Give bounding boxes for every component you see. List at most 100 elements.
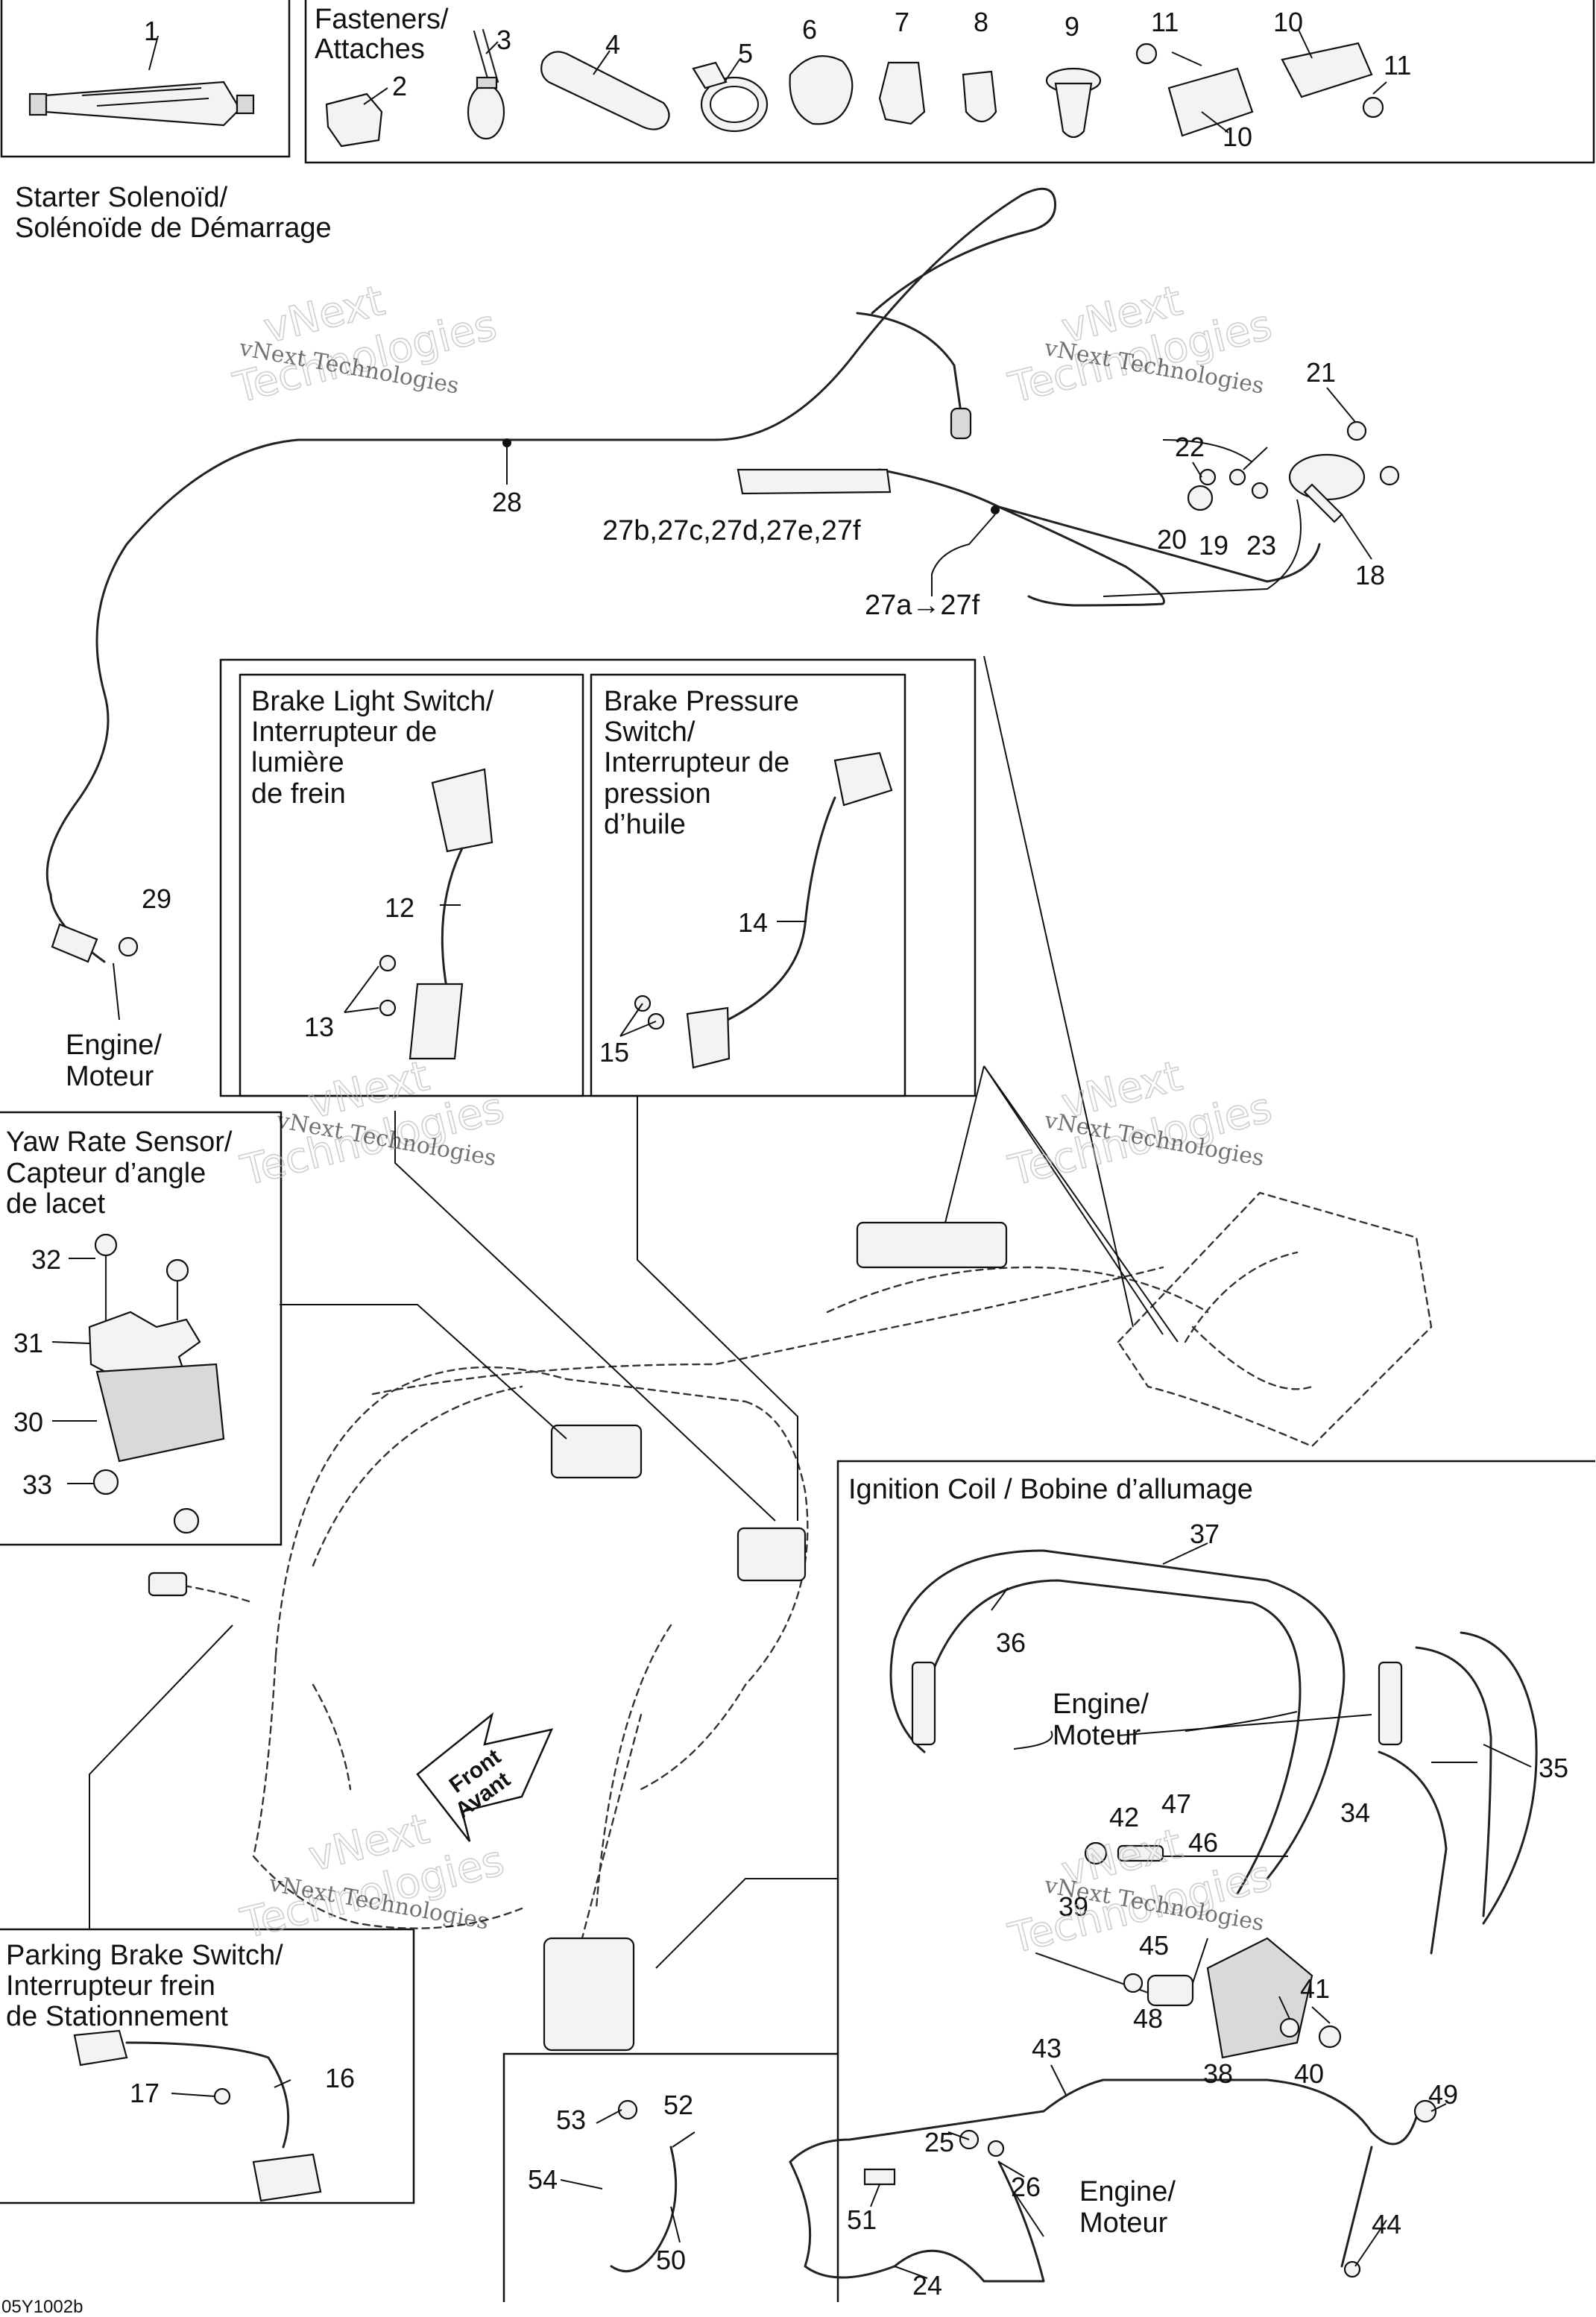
callout-36: 36: [996, 1627, 1026, 1658]
callout-24: 24: [912, 2270, 942, 2301]
engine-label: Moteur: [1053, 1720, 1141, 1751]
callout-52: 52: [663, 2090, 693, 2120]
brake-light-switch-icon: [379, 768, 493, 1060]
svg-text:Capteur d’angle: Capteur d’angle: [6, 1158, 206, 1189]
callout-25: 25: [924, 2127, 954, 2157]
mounting-bracket-icon: [1281, 42, 1373, 98]
svg-text:de lacet: de lacet: [6, 1188, 106, 1220]
clip-icon: [325, 92, 383, 148]
starter-solenoid-icon: [1288, 453, 1366, 523]
svg-text:Attaches: Attaches: [315, 34, 425, 65]
callout-3: 3: [496, 25, 511, 55]
harness-range: 27a→27f: [865, 590, 980, 621]
wire-sleeve-icon: [540, 51, 670, 130]
parking-brake-switch-icon: [73, 2029, 322, 2202]
mounting-plate-icon: [1167, 67, 1254, 137]
callout-42: 42: [1109, 1802, 1139, 1832]
ignition-coil-title: Ignition Coil / Bobine d’allumage: [848, 1474, 1253, 1505]
callout-26: 26: [1011, 2172, 1041, 2202]
svg-text:de frein: de frein: [251, 778, 346, 810]
callout-30: 30: [13, 1407, 43, 1437]
callout-22: 22: [1175, 432, 1205, 462]
brake-pressure-switch-title: Brake Pressure: [604, 686, 799, 717]
callout-15: 15: [599, 1037, 629, 1068]
connector-holder-icon: [878, 61, 926, 125]
callout-11: 11: [1384, 50, 1411, 81]
engine-label: Engine/: [1079, 2176, 1176, 2207]
callout-23: 23: [1246, 530, 1276, 561]
callout-19: 19: [1199, 530, 1228, 561]
engine-label: Moteur: [66, 1061, 154, 1092]
callout-10: 10: [1223, 122, 1252, 152]
callout-4: 4: [605, 29, 620, 60]
callout-43: 43: [1032, 2033, 1062, 2064]
svg-text:de Stationnement: de Stationnement: [6, 2001, 228, 2032]
callout-32: 32: [31, 1244, 61, 1275]
main-harness: Front Avant: [148, 1191, 1433, 2052]
drawing-code: 05Y1002b: [1, 2297, 83, 2317]
callout-7: 7: [895, 7, 909, 37]
svg-text:Switch/: Switch/: [604, 716, 696, 748]
ignition-wires: [610, 1549, 1538, 2283]
svg-text:Interrupteur frein: Interrupteur frein: [6, 1970, 215, 2002]
callout-10: 10: [1273, 7, 1303, 37]
callout-33: 33: [22, 1469, 52, 1500]
callout-37: 37: [1190, 1519, 1220, 1549]
callout-48: 48: [1133, 2003, 1163, 2034]
svg-text:Interrupteur de: Interrupteur de: [604, 747, 789, 778]
front-arrow-icon: Front Avant: [416, 1712, 554, 1842]
wiring: [45, 187, 1400, 963]
harness-reference: 27b,27c,27d,27e,27f: [602, 515, 861, 546]
callout-14: 14: [738, 907, 768, 938]
callout-8: 8: [974, 7, 988, 37]
callout-38: 38: [1203, 2058, 1233, 2089]
callout-5: 5: [738, 38, 753, 69]
callout-35: 35: [1539, 1753, 1568, 1783]
callout-16: 16: [325, 2063, 355, 2093]
callout-28: 28: [492, 487, 522, 517]
callout-39: 39: [1059, 1891, 1088, 1922]
callout-12: 12: [385, 892, 414, 923]
svg-text:d’huile: d’huile: [604, 809, 686, 840]
callout-11: 11: [1151, 7, 1179, 37]
callout-2: 2: [392, 71, 407, 101]
cable-tie-icon: [467, 28, 505, 140]
callout-numbers: 1 2 3 4 5 6 7 8 9 10 10 11 11 28 21 22 1…: [13, 7, 1568, 2301]
callout-1: 1: [144, 16, 159, 46]
svg-text:Solénoïde de Démarrage: Solénoïde de Démarrage: [15, 212, 332, 244]
leader-lines: [51, 29, 1532, 2279]
callout-9: 9: [1064, 11, 1079, 42]
callout-6: 6: [802, 14, 817, 45]
callout-53: 53: [556, 2105, 586, 2135]
parking-brake-switch-title: Parking Brake Switch/: [6, 1940, 283, 1971]
nut-icon: [1362, 96, 1384, 119]
callout-46: 46: [1188, 1827, 1218, 1858]
callout-29: 29: [142, 883, 171, 914]
yaw-rate-sensor-icon: [88, 1233, 225, 1534]
push-rivet-icon: [1045, 67, 1102, 139]
fastener-parts: [28, 28, 1384, 148]
wire-clamp-icon: [692, 61, 769, 133]
bracket-icon: [962, 70, 997, 123]
notes: 27b,27c,27d,27e,27f 27a→27f Engine/ Mote…: [1, 515, 1176, 2317]
svg-text:Interrupteur de: Interrupteur de: [251, 716, 437, 748]
callout-49: 49: [1428, 2079, 1458, 2110]
engine-label: Moteur: [1079, 2207, 1168, 2239]
callout-40: 40: [1294, 2058, 1324, 2089]
callout-45: 45: [1139, 1930, 1169, 1961]
callout-44: 44: [1372, 2209, 1401, 2239]
callout-50: 50: [656, 2245, 686, 2275]
engine-label: Engine/: [66, 1030, 162, 1061]
engine-label: Engine/: [1053, 1689, 1149, 1720]
section-titles: Fasteners/ Attaches Starter Solenoïd/ So…: [6, 4, 1253, 2032]
svg-text:pression: pression: [604, 778, 711, 810]
callout-20: 20: [1157, 524, 1187, 555]
fasteners-title: Fasteners/: [315, 4, 449, 35]
yaw-rate-sensor-title: Yaw Rate Sensor/: [6, 1126, 233, 1158]
callout-31: 31: [13, 1328, 43, 1358]
callout-17: 17: [130, 2078, 160, 2108]
nut-icon: [1135, 42, 1158, 65]
brake-light-switch-title: Brake Light Switch/: [251, 686, 494, 717]
